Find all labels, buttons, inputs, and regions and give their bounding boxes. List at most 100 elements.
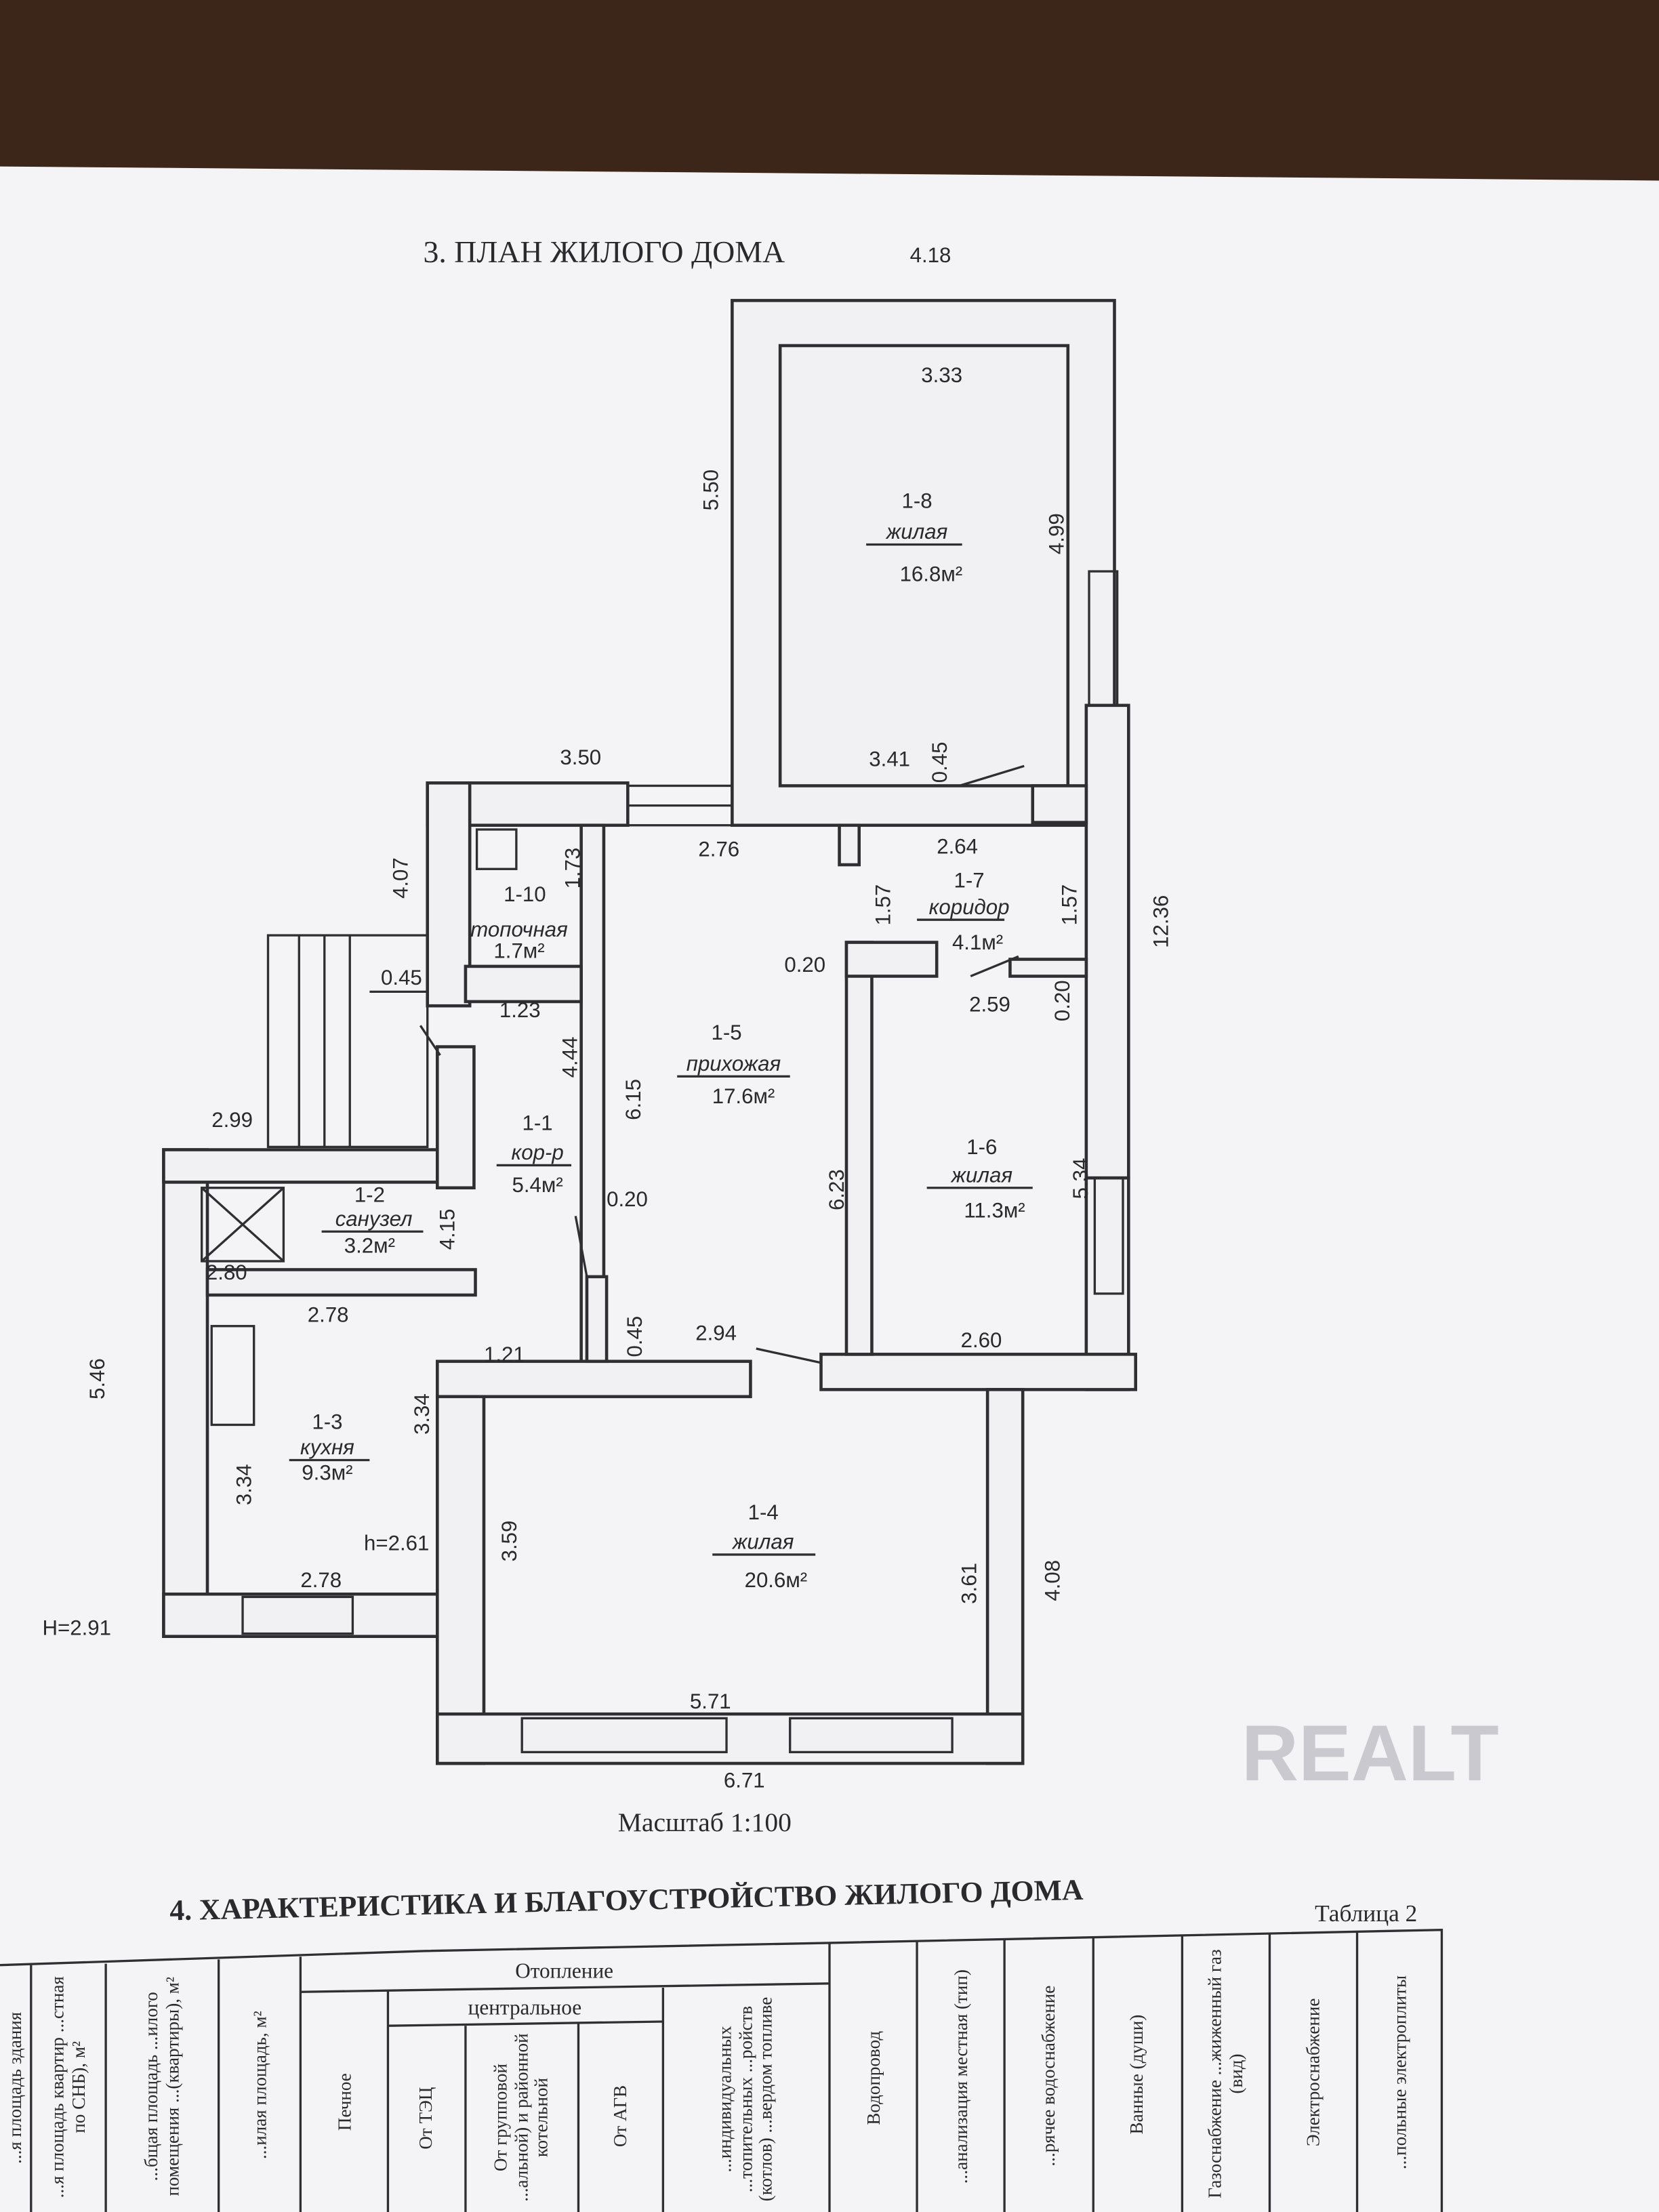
svg-text:жилая: жилая [950,1163,1013,1187]
dim: 1.57 [1057,884,1081,926]
dim: 3.41 [869,747,910,771]
col-header: Ванные (души) [1126,2014,1147,2135]
wood-table-background [0,0,1659,184]
dim: 2.78 [300,1568,342,1592]
col-header: ...польные электроплиты [1387,1974,1409,2169]
svg-text:1-3: 1-3 [312,1410,342,1434]
dim: 3.50 [560,745,601,769]
dim: h=2.61 [364,1532,429,1555]
plan-title: 3. ПЛАН ЖИЛОГО ДОМА [423,234,785,269]
dim: 0.20 [1050,980,1074,1021]
svg-text:1-10: 1-10 [504,882,546,906]
boiler-icon [475,828,518,870]
col-header: От групповой ...альной) и районной котел… [489,2033,552,2202]
dim: 1.21 [484,1343,525,1366]
dim: 2.59 [969,993,1010,1017]
svg-text:1-4: 1-4 [748,1500,779,1524]
svg-text:11.3м²: 11.3м² [964,1198,1025,1222]
dimension-labels: 4.18 3.33 5.50 4.99 3.50 3.41 0.45 2.76 … [42,243,1172,1792]
svg-text:1-2: 1-2 [354,1183,385,1207]
dim: 6.71 [724,1768,765,1792]
dim: 3.59 [497,1521,521,1562]
svg-text:прихожая: прихожая [687,1052,781,1076]
dim: 2.78 [308,1303,349,1326]
dim: 4.15 [435,1209,459,1250]
dim: 1.57 [872,884,895,926]
table-label: Таблица 2 [1315,1900,1417,1927]
dim: 6.23 [825,1169,848,1210]
svg-text:1-7: 1-7 [954,868,985,892]
dim: 2.60 [961,1328,1002,1352]
svg-text:20.6м²: 20.6м² [745,1568,808,1592]
svg-text:кухня: кухня [300,1435,354,1459]
room-labels: 1-8 жилая 16.8м² 1-7 коридор 4.1м² 1-5прихож… [289,489,1033,1592]
stairs [266,934,429,1149]
dim: 2.94 [695,1322,737,1345]
dim: 4.99 [1045,513,1069,554]
dim: 0.20 [784,953,825,977]
dim: 5.50 [699,470,723,511]
dim: 3.34 [410,1393,434,1435]
svg-text:1.7м²: 1.7м² [493,939,544,962]
svg-text:коридор: коридор [929,895,1010,919]
dim: 2.76 [698,838,739,861]
dim: 0.20 [607,1187,648,1211]
walls [162,299,1138,1765]
dim: 12.36 [1149,895,1173,948]
paper-sheet [0,166,1659,2212]
dim: H=2.91 [42,1616,111,1640]
stove-icon [210,1325,255,1427]
svg-text:5.4м²: 5.4м² [512,1173,562,1197]
room-1-8: 1-8 жилая 16.8м² [866,489,962,586]
col-header: ...анализация местная (тип) [949,1969,970,2184]
room-1-1: 1-1 кор-р 5.4м² [496,1111,572,1197]
dim: 4.18 [910,243,951,267]
col-header: ...индивидуальных ...топительных ...ройс… [714,1996,777,2202]
realt-watermark: REALT [1242,1708,1499,1797]
dim: 4.07 [389,857,413,899]
svg-text:16.8м²: 16.8м² [900,562,963,586]
svg-text:1-6: 1-6 [966,1135,997,1159]
svg-text:кор-р: кор-р [511,1141,563,1164]
col-header: ...бщая площадь ...илого помещения ...(к… [140,1975,182,2196]
dim: 6.15 [621,1079,645,1120]
col-header: ...рячее водоснабжение [1037,1984,1059,2166]
shower-tray-icon [201,1187,285,1263]
dim: 2.80 [206,1261,247,1284]
dim: 2.99 [211,1108,253,1132]
svg-text:жилая: жилая [885,520,948,544]
dim: 5.71 [690,1689,731,1713]
svg-text:9.3м²: 9.3м² [302,1461,352,1485]
svg-text:санузел: санузел [335,1207,413,1231]
col-header: Газоснабжение ...жиженный газ (вид) [1204,1948,1246,2198]
dim: 0.45 [381,966,422,989]
room-1-4: 1-4 жилая 20.6м² [712,1500,816,1592]
dim: 5.34 [1069,1158,1092,1200]
scale-label: Масштаб 1:100 [618,1807,792,1837]
svg-text:1-8: 1-8 [901,489,932,512]
col-header: ...я площадь здания [3,2011,25,2164]
dim: 5.46 [85,1358,109,1399]
svg-text:1-1: 1-1 [523,1111,553,1134]
col-header: От АГВ [609,2085,630,2148]
table-2: Отопление центральное [0,1928,1443,2212]
svg-text:3.2м²: 3.2м² [344,1233,395,1257]
svg-text:жилая: жилая [731,1530,794,1554]
table-column-dividers [30,1931,1359,2212]
dim: 3.34 [232,1464,256,1505]
col-header: Электроснабжение [1301,1998,1323,2147]
header-heating: Отопление [515,1959,613,1982]
dim: 1.23 [499,998,541,1022]
room-1-6: 1-6 жилая 11.3м² [926,1135,1033,1222]
dim: 0.45 [623,1316,647,1357]
header-central: центральное [468,1996,581,2020]
col-header: ...илая площадь, м² [247,2010,270,2158]
svg-text:4.1м²: 4.1м² [952,930,1003,954]
svg-text:топочная: топочная [470,918,568,941]
